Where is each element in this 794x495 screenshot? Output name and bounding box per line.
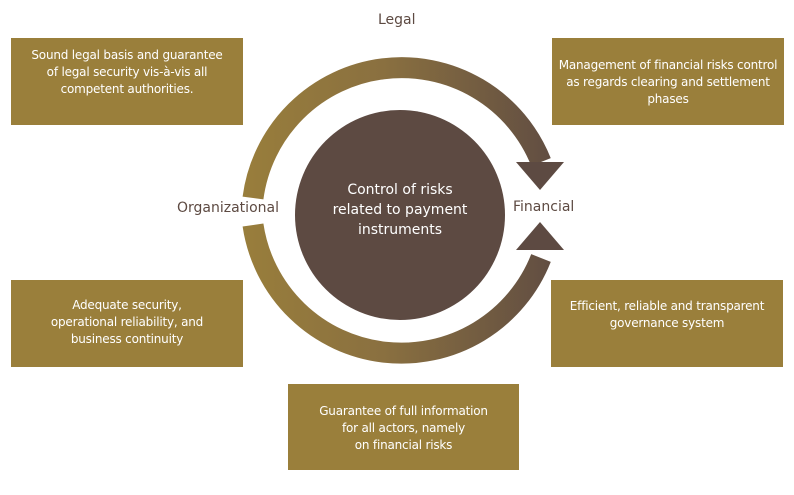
- bottom-arrowhead: [516, 222, 564, 250]
- label-financial: Financial: [513, 199, 575, 215]
- box-text-line: competent authorities.: [60, 82, 194, 96]
- box-text-line: operational reliability, and: [50, 315, 204, 329]
- center-title-line: Control of risks: [347, 182, 453, 198]
- box-financial: Management of financial risks control as…: [552, 38, 784, 125]
- box-text-line: phases: [647, 92, 689, 106]
- label-legal: Legal: [378, 12, 416, 28]
- box-text-line: Sound legal basis and guarantee: [31, 48, 223, 62]
- center-title: Control of risks related to payment inst…: [305, 180, 495, 240]
- box-text-line: Guarantee of full information: [319, 404, 488, 418]
- box-text-line: Adequate security,: [72, 298, 182, 312]
- top-arrowhead: [516, 162, 564, 190]
- center-title-line: instruments: [357, 222, 443, 238]
- box-text-line: for all actors, namely: [341, 421, 466, 435]
- center-circle: [295, 110, 505, 320]
- box-legal: Sound legal basis and guarantee of legal…: [11, 38, 243, 125]
- box-text-line: Management of financial risks control: [558, 58, 778, 72]
- box-information: Guarantee of full information for all ac…: [288, 384, 519, 470]
- bottom-cycle-arrow: [242, 223, 551, 364]
- box-text-line: of legal security vis-à-vis all: [46, 65, 208, 79]
- top-cycle-arrow: [242, 57, 551, 200]
- box-text-line: as regards clearing and settlement: [566, 75, 770, 89]
- box-text-line: business continuity: [70, 332, 184, 346]
- label-organizational: Organizational: [177, 200, 279, 216]
- box-text-line: on financial risks: [354, 438, 453, 452]
- center-title-line: related to payment: [332, 202, 468, 218]
- box-text-line: Efficient, reliable and transparent: [569, 299, 765, 313]
- box-organizational: Adequate security, operational reliabili…: [11, 280, 243, 367]
- box-governance: Efficient, reliable and transparent gove…: [551, 280, 783, 367]
- box-text-line: governance system: [609, 316, 725, 330]
